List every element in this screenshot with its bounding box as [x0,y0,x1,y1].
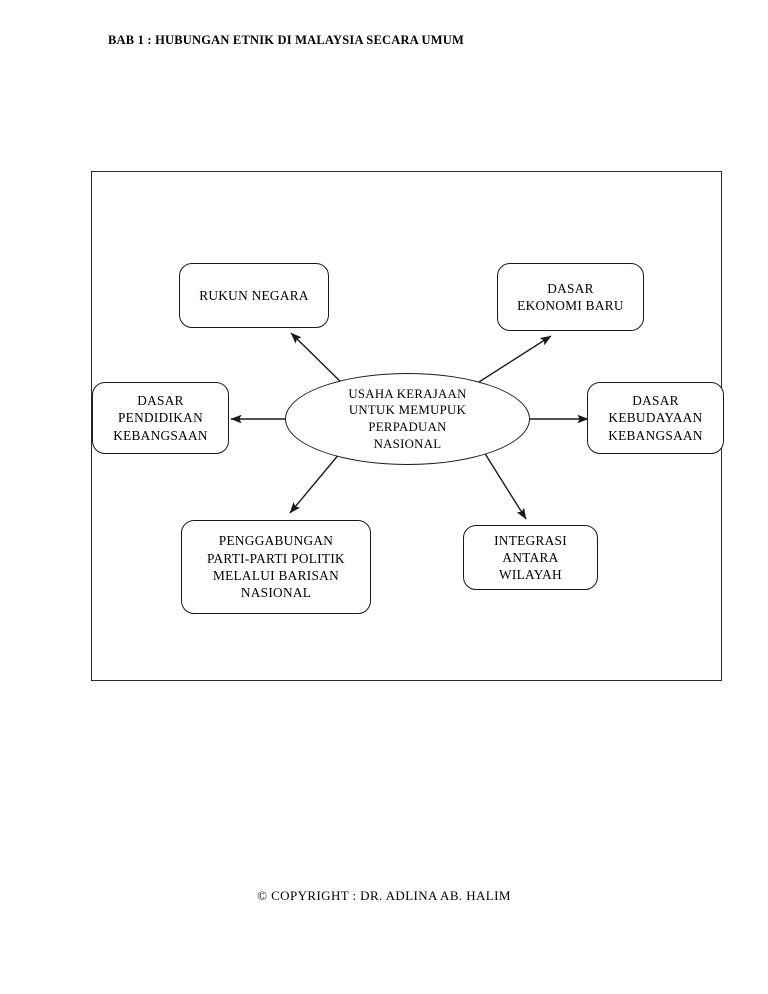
node-rukun-negara-label: RUKUN NEGARA [199,287,309,303]
node-dasar-kebudayaan-kebangsaan[interactable]: DASAR KEBUDAYAAN KEBANGSAAN [587,382,724,454]
copyright-notice: © COPYRIGHT : DR. ADLINA AB. HALIM [257,888,511,903]
node-dasar-pendidikan-kebangsaan[interactable]: DASAR PENDIDIKAN KEBANGSAAN [92,382,229,454]
node-dasar-kebudayaan-kebangsaan-label: DASAR KEBUDAYAAN KEBANGSAAN [608,393,703,443]
node-usaha-kerajaan[interactable]: USAHA KERAJAAN UNTUK MEMUPUK PERPADUAN N… [285,373,530,465]
node-penggabungan-parti-parti-politik-label: PENGGABUNGAN PARTI-PARTI POLITIK MELALUI… [207,533,345,601]
node-dasar-ekonomi-baru-label: DASAR EKONOMI BARU [517,280,624,313]
node-integrasi-antara-wilayah-label: INTEGRASI ANTARA WILAYAH [494,532,567,583]
connector-to-integrasi-antara-wilayah [483,451,527,520]
node-penggabungan-parti-parti-politik[interactable]: PENGGABUNGAN PARTI-PARTI POLITIK MELALUI… [181,520,371,614]
node-integrasi-antara-wilayah[interactable]: INTEGRASI ANTARA WILAYAH [463,525,598,590]
connector-to-dasar-ekonomi-baru [467,335,552,390]
page-title: BAB 1 : HUBUNGAN ETNIK DI MALAYSIA SECAR… [108,33,464,47]
connector-to-rukun-negara [290,332,349,390]
node-dasar-ekonomi-baru[interactable]: DASAR EKONOMI BARU [497,263,644,331]
node-dasar-pendidikan-kebangsaan-label: DASAR PENDIDIKAN KEBANGSAAN [113,393,208,443]
connector-to-penggabungan [289,452,341,514]
node-rukun-negara[interactable]: RUKUN NEGARA [179,263,329,328]
node-usaha-kerajaan-label: USAHA KERAJAAN UNTUK MEMUPUK PERPADUAN N… [348,386,467,451]
